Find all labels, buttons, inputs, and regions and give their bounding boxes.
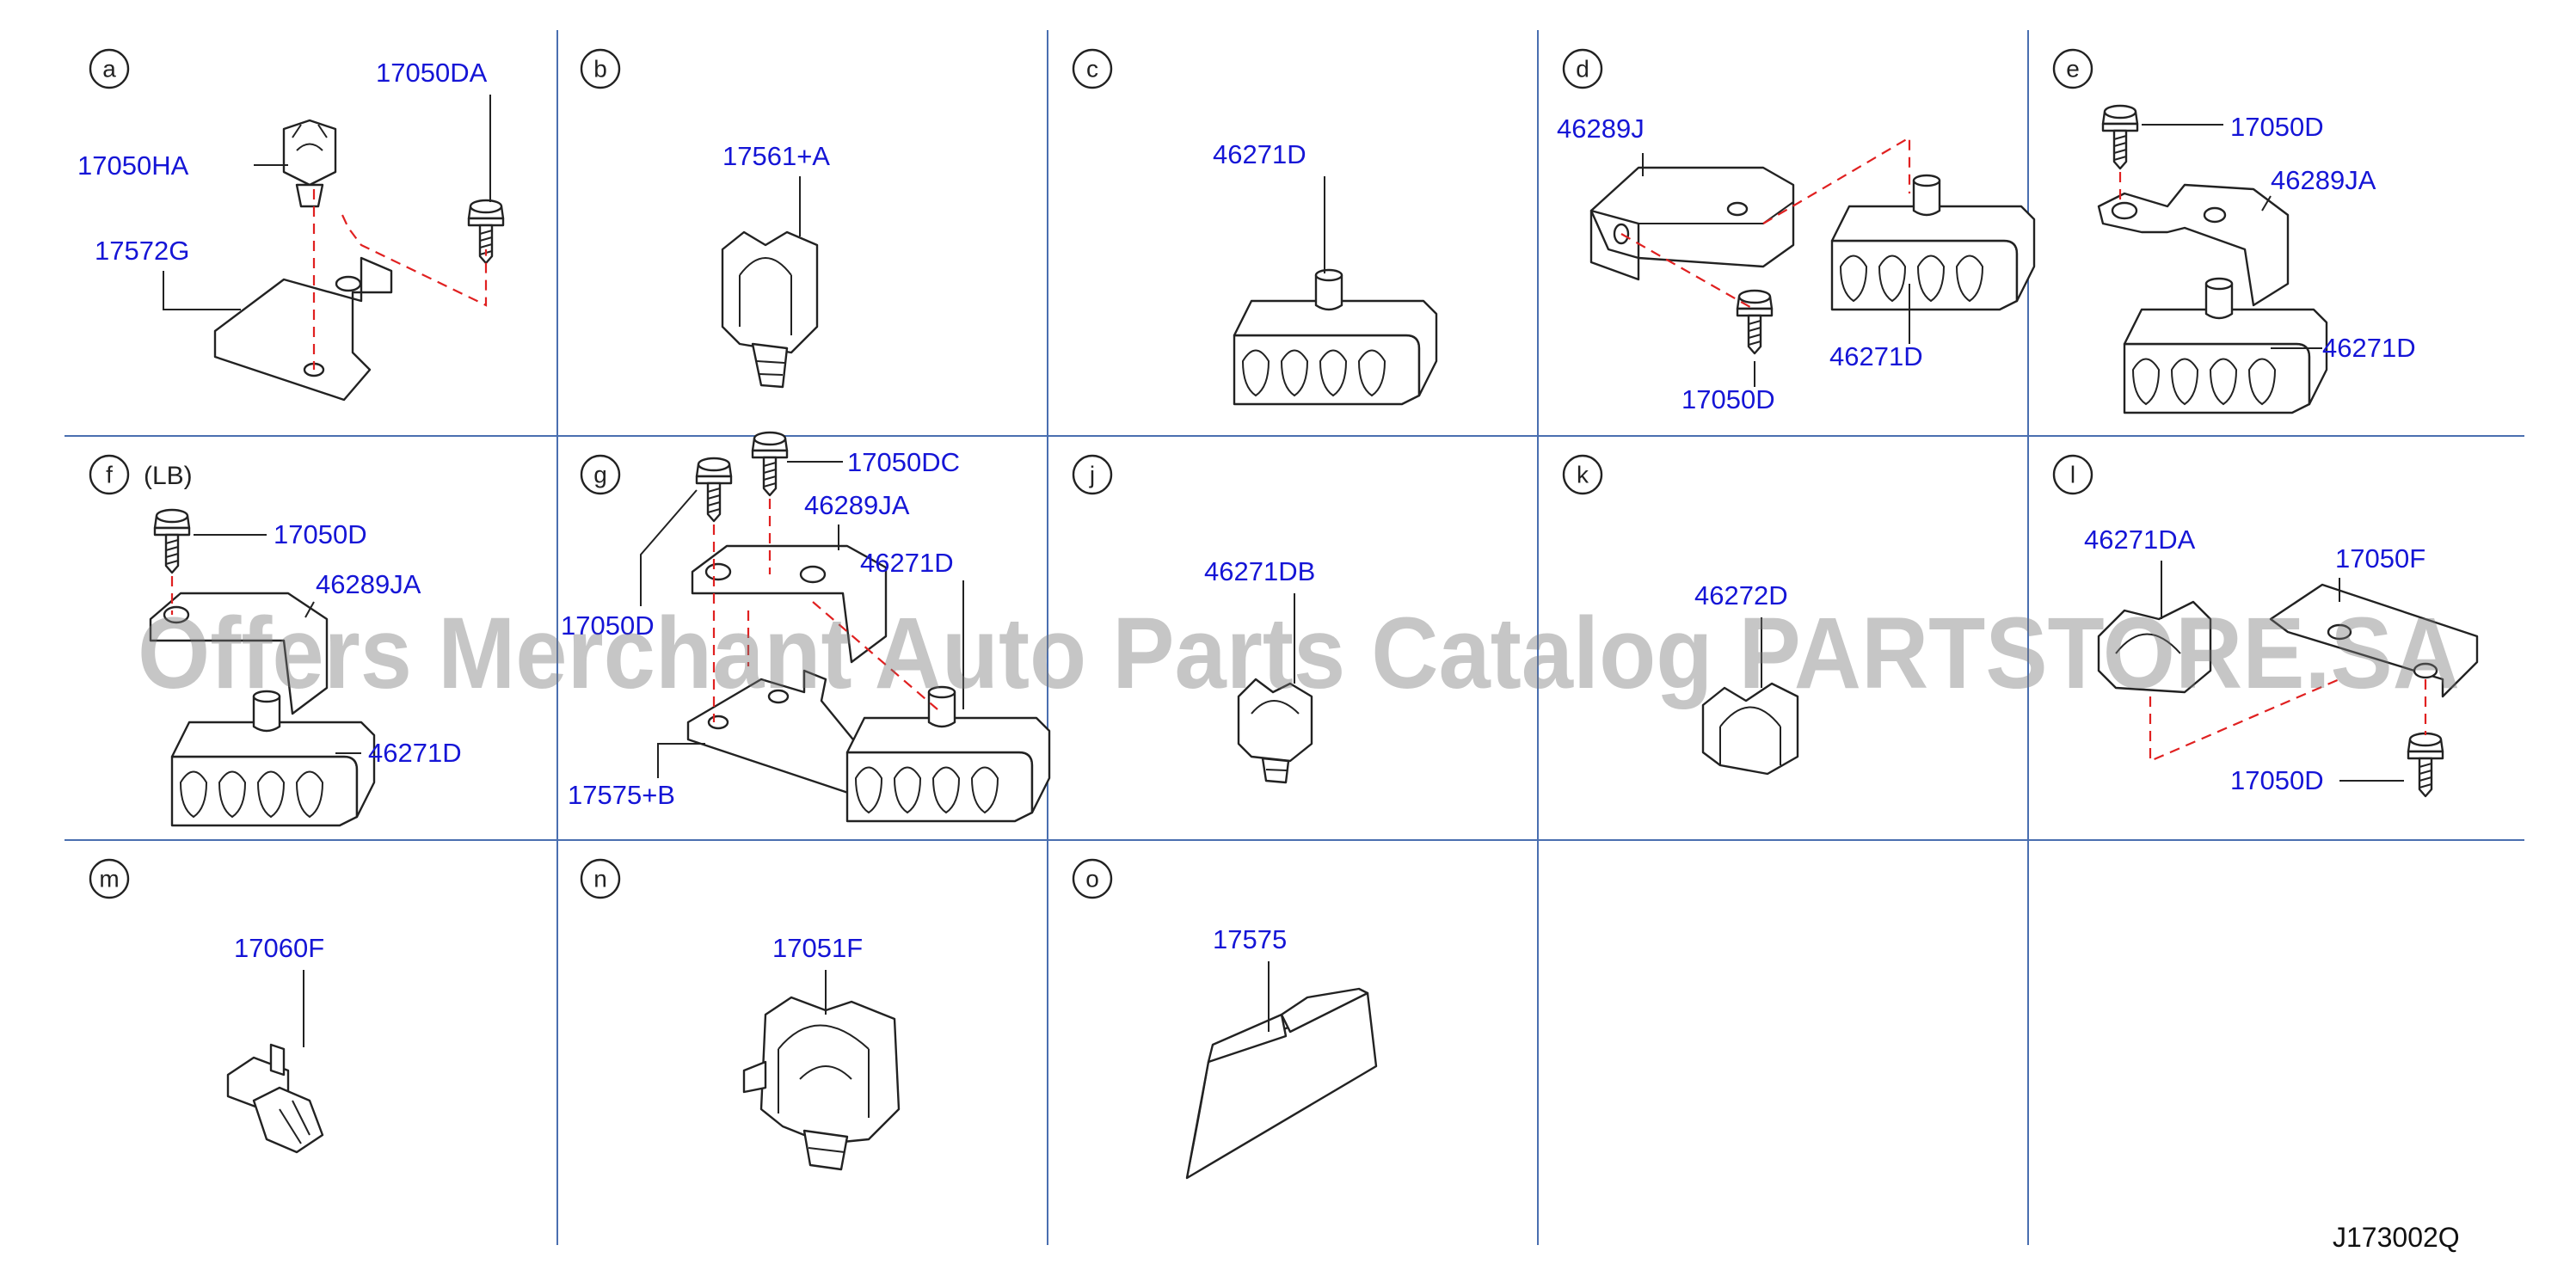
part-label: 46289JA bbox=[316, 569, 421, 599]
cell-f: f (LB) 17050D 46289JA 46271D bbox=[89, 454, 462, 827]
part-label: 17050D bbox=[2230, 765, 2324, 795]
clip-part bbox=[742, 996, 901, 1171]
part-label: 17050D bbox=[561, 610, 655, 641]
part-label: 17572G bbox=[95, 236, 189, 266]
bolt-part bbox=[1736, 289, 1774, 355]
part-label: 17050F bbox=[2335, 543, 2425, 574]
clip-part bbox=[282, 119, 337, 208]
part-label: 46271DB bbox=[1204, 556, 1315, 586]
part-label: 46272D bbox=[1694, 580, 1788, 610]
cell-a-id: a bbox=[102, 56, 116, 83]
clip-part bbox=[1237, 678, 1313, 784]
part-label: 46271D bbox=[1829, 341, 1923, 371]
pipe-clip-part bbox=[170, 690, 376, 827]
bracket-part bbox=[1589, 166, 1795, 281]
part-label: 46289J bbox=[1557, 113, 1645, 144]
plate-part bbox=[1185, 987, 1378, 1180]
part-label: 17050D bbox=[274, 519, 367, 549]
part-label: 46271DA bbox=[2084, 525, 2196, 555]
bracket-part bbox=[2269, 583, 2479, 698]
clip-part bbox=[1701, 682, 1799, 776]
plate-part bbox=[686, 669, 862, 797]
cell-f-id: f bbox=[106, 462, 113, 488]
bracket-part bbox=[2097, 183, 2290, 307]
part-label: 46271D bbox=[368, 738, 462, 768]
cell-c: c 46271D bbox=[1072, 48, 1438, 406]
bolt-part bbox=[2407, 732, 2444, 798]
cell-m: m 17060F bbox=[89, 858, 324, 1154]
cell-l-id: l bbox=[2070, 462, 2075, 488]
bracket-part bbox=[149, 592, 329, 715]
plate-part bbox=[213, 256, 393, 402]
cell-j: j 46271DB bbox=[1072, 454, 1315, 784]
part-label: 46289JA bbox=[2271, 165, 2376, 195]
cell-n-id: n bbox=[593, 866, 607, 893]
bolt-part bbox=[695, 457, 733, 523]
part-label: 46271D bbox=[860, 548, 954, 578]
cell-g: g 17050DC 46289JA 46271D 17050D 17575+B bbox=[561, 431, 1051, 823]
part-label: 17575 bbox=[1213, 924, 1287, 954]
bolt-part bbox=[751, 431, 789, 497]
bolt-part bbox=[2101, 104, 2139, 170]
part-label: 17575+B bbox=[568, 780, 675, 810]
cell-j-id: j bbox=[1089, 462, 1095, 488]
pipe-clip-part bbox=[1233, 268, 1438, 406]
clip-part bbox=[721, 230, 819, 389]
cell-k: k 46272D bbox=[1562, 454, 1799, 776]
part-label: 17051F bbox=[772, 933, 863, 963]
part-label: 46271D bbox=[2322, 333, 2416, 363]
cell-e-id: e bbox=[2066, 56, 2080, 83]
cell-m-id: m bbox=[99, 866, 119, 893]
cell-note: (LB) bbox=[144, 462, 193, 490]
part-label: 17060F bbox=[234, 933, 324, 963]
drawing-code: J173002Q bbox=[2333, 1222, 2460, 1253]
cell-o-id: o bbox=[1085, 866, 1099, 893]
bolt-part bbox=[153, 508, 191, 574]
part-label: 17561+A bbox=[722, 141, 830, 171]
cell-n: n 17051F bbox=[580, 858, 901, 1171]
part-label: 17050DC bbox=[847, 447, 960, 477]
cell-o: o 17575 bbox=[1072, 858, 1378, 1180]
cell-b: b 17561+A bbox=[580, 48, 830, 389]
part-label: 46289JA bbox=[804, 490, 910, 520]
cell-d: d 46289J 17050D 46271D bbox=[1557, 48, 2036, 414]
cell-a: a 17050DA 17050HA 17572G bbox=[77, 48, 505, 402]
cell-c-id: c bbox=[1086, 56, 1098, 83]
part-label: 17050HA bbox=[77, 150, 189, 181]
watermark-text: Offers Merchant Auto Parts Catalog PARTS… bbox=[138, 597, 2460, 710]
pipe-clip-part bbox=[2123, 277, 2328, 414]
cell-d-id: d bbox=[1576, 56, 1589, 83]
bracket-part bbox=[691, 544, 888, 664]
cell-b-id: b bbox=[593, 56, 607, 83]
part-label: 17050DA bbox=[376, 58, 488, 88]
part-label: 46271D bbox=[1213, 139, 1306, 169]
cell-e: e 17050D 46289JA 46271D bbox=[2052, 48, 2416, 414]
cell-g-id: g bbox=[593, 462, 607, 488]
cell-k-id: k bbox=[1577, 462, 1589, 488]
clip-part bbox=[226, 1043, 324, 1154]
pipe-clip-part bbox=[1830, 174, 2036, 311]
part-label: 17050D bbox=[1681, 384, 1775, 414]
part-label: 17050D bbox=[2230, 112, 2324, 142]
cell-l: l 46271DA 17050F 17050D bbox=[2052, 454, 2479, 798]
clip-part bbox=[2097, 600, 2212, 694]
